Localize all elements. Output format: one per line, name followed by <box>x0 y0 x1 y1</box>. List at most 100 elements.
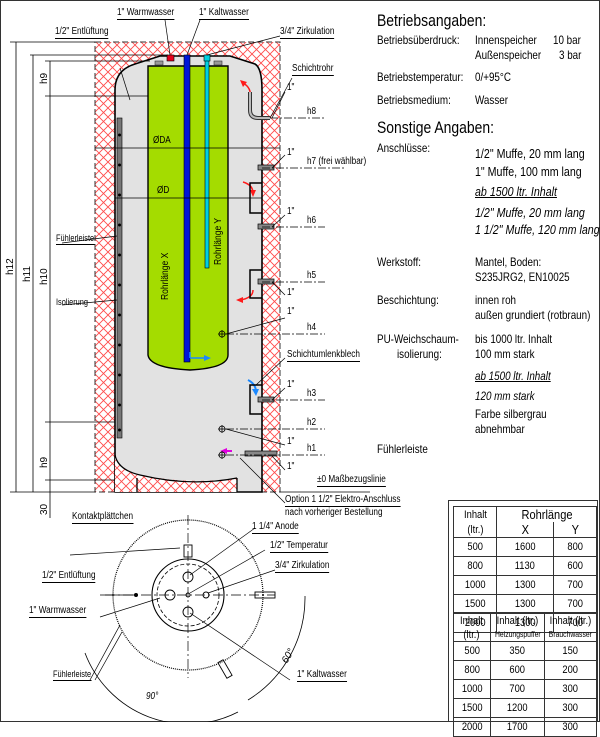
label-zirkulation: 3/4" Zirkulation <box>280 26 335 39</box>
werkstoff-1: Mantel, Boden: <box>475 255 542 269</box>
anschluesse-4: 1 1/2" Muffe, 120 mm lang <box>475 222 600 237</box>
label-temperatur: 1/2" Temperatur <box>270 540 328 553</box>
medium-label: Betriebsmedium: <box>377 93 451 107</box>
pu-label-1: PU-Weichschaum- <box>377 332 459 346</box>
label-schichtumlenkblech: Schichtumlenkblech <box>287 349 360 362</box>
dim-h9-bottom: h9 <box>39 456 50 468</box>
label-top-kaltwasser: 1" Kaltwasser <box>297 669 347 682</box>
pu-ab: ab 1500 ltr. Inhalt <box>475 369 551 383</box>
dim-h10: h10 <box>39 268 50 285</box>
label-schichtrohr: Schichtrohr <box>292 63 334 76</box>
table-header-row: Inhalt Inhalt (ltr.) Inhalt (ltr.) <box>453 612 597 628</box>
label-h6: h6 <box>307 215 317 226</box>
label-1inch-h8: 1" <box>287 82 295 93</box>
label-1inch-bottom: 1" <box>287 461 295 472</box>
top-view <box>69 515 306 722</box>
label-top-zirkulation: 3/4" Zirkulation <box>275 560 330 573</box>
beschichtung-1: innen roh <box>475 293 517 307</box>
label-option-line2: nach vorheriger Bestellung <box>285 507 383 518</box>
sensor-strip <box>116 117 123 439</box>
aussen-label: Außenspeicher <box>475 48 542 62</box>
innen-label: Innenspeicher <box>475 33 537 47</box>
label-isolierung: Isolierung <box>56 297 89 307</box>
label-zero-line: ±0 Maßbezugslinie <box>317 474 386 487</box>
fuehlerleiste-note: Fühlerleiste <box>377 442 428 456</box>
label-kaltwasser: 1" Kaltwasser <box>199 7 249 20</box>
th-inhalt: Inhalt <box>463 508 487 521</box>
werkstoff-2: S235JRG2, EN10025 <box>475 270 570 284</box>
label-h3: h3 <box>307 388 317 399</box>
label-1inch-h1: 1" <box>287 436 295 447</box>
pu-4: Farbe silbergrau <box>475 407 547 421</box>
label-1inch-h5: 1" <box>287 287 295 298</box>
label-fuehlerleiste: Fühlerleiste <box>56 233 95 245</box>
beschichtung-label: Beschichtung: <box>377 293 439 307</box>
temp-label: Betriebstemperatur: <box>377 70 464 84</box>
th-inhalt: Inhalt <box>460 614 484 627</box>
label-h2: h2 <box>307 417 317 428</box>
label-1inch-h3: 1" <box>287 379 295 390</box>
anschluesse-ab: ab 1500 ltr. Inhalt <box>475 184 557 199</box>
table-header-row: Inhalt Rohrlänge <box>453 506 597 522</box>
ueberdruck-label: Betriebsüberdruck: <box>377 33 460 47</box>
th-brauchwasser: Brauchwasser <box>549 630 593 639</box>
warm-water-outlet <box>166 54 175 62</box>
th-rohrlaenge: Rohrlänge <box>521 507 572 522</box>
pu-3: 120 mm stark <box>475 389 535 403</box>
label-1inch-h4: 1" <box>287 306 295 317</box>
tank-drawing <box>10 19 370 722</box>
dim-h12: h12 <box>5 258 16 275</box>
beschichtung-2: außen grundiert (rotbraun) <box>475 308 591 322</box>
label-diameter-d: ØD <box>157 185 170 196</box>
dim-h11: h11 <box>22 266 33 282</box>
werkstoff-label: Werkstoff: <box>377 255 421 269</box>
temp-value: 0/+95°C <box>475 70 511 84</box>
pu-5: abnehmbar <box>475 422 525 436</box>
th-brauch: Inhalt (ltr.) <box>549 614 592 627</box>
anschluesse-1: 1/2" Muffe, 20 mm lang <box>475 146 585 161</box>
label-diameter-da: ØDA <box>153 135 171 146</box>
label-top-entlueftung: 1/2" Entlüftung <box>42 570 96 583</box>
label-h8: h8 <box>307 106 317 117</box>
th-y: Y <box>571 522 579 537</box>
label-1inch-h6: 1" <box>287 206 295 217</box>
cold-water-pipe <box>183 54 191 363</box>
sonstige-title: Sonstige Angaben: <box>377 118 495 137</box>
label-top-warmwasser: 1" Warmwasser <box>29 605 87 618</box>
circulation-pipe <box>204 54 210 269</box>
label-h5: h5 <box>307 270 317 281</box>
th-heizungspuffer: Heizungspuffer <box>494 630 541 639</box>
label-entlueftung: 1/2" Entlüftung <box>55 26 109 39</box>
label-h4: h4 <box>307 322 317 333</box>
th-heiz: Inhalt (ltr.) <box>496 614 539 627</box>
label-top-fuehlerleiste: Fühlerleiste <box>53 669 92 681</box>
dim-30: 30 <box>39 503 50 515</box>
label-angle-90: 90° <box>146 691 159 702</box>
medium-value: Wasser <box>475 93 508 107</box>
th-ltr: (ltr.) <box>466 523 484 536</box>
dim-h9-top: h9 <box>39 72 50 84</box>
anschluesse-2: 1" Muffe, 100 mm lang <box>475 164 582 179</box>
aussen-value: 3 bar <box>559 48 582 62</box>
inhalt-table: Inhalt Inhalt (ltr.) Inhalt (ltr.) (ltr.… <box>453 612 597 737</box>
th-ltr: (ltr.) <box>463 628 480 641</box>
innen-value: 10 bar <box>553 33 581 47</box>
betrieb-title: Betriebsangaben: <box>377 11 487 30</box>
pu-1: bis 1000 ltr. Inhalt <box>475 332 553 346</box>
label-option-line1: Option 1 1/2" Elektro-Anschluss <box>285 494 401 507</box>
pu-label-2: isolierung: <box>397 347 442 361</box>
anschluesse-3: 1/2" Muffe, 20 mm lang <box>475 205 585 220</box>
label-h7: h7 (frei wählbar) <box>307 156 367 167</box>
table-frame <box>448 500 598 721</box>
pu-2: 100 mm stark <box>475 347 535 361</box>
label-kontaktplaettchen: Kontaktplättchen <box>72 511 134 524</box>
label-1inch-h7: 1" <box>287 147 295 158</box>
label-anode: 1 1/4" Anode <box>252 521 299 534</box>
